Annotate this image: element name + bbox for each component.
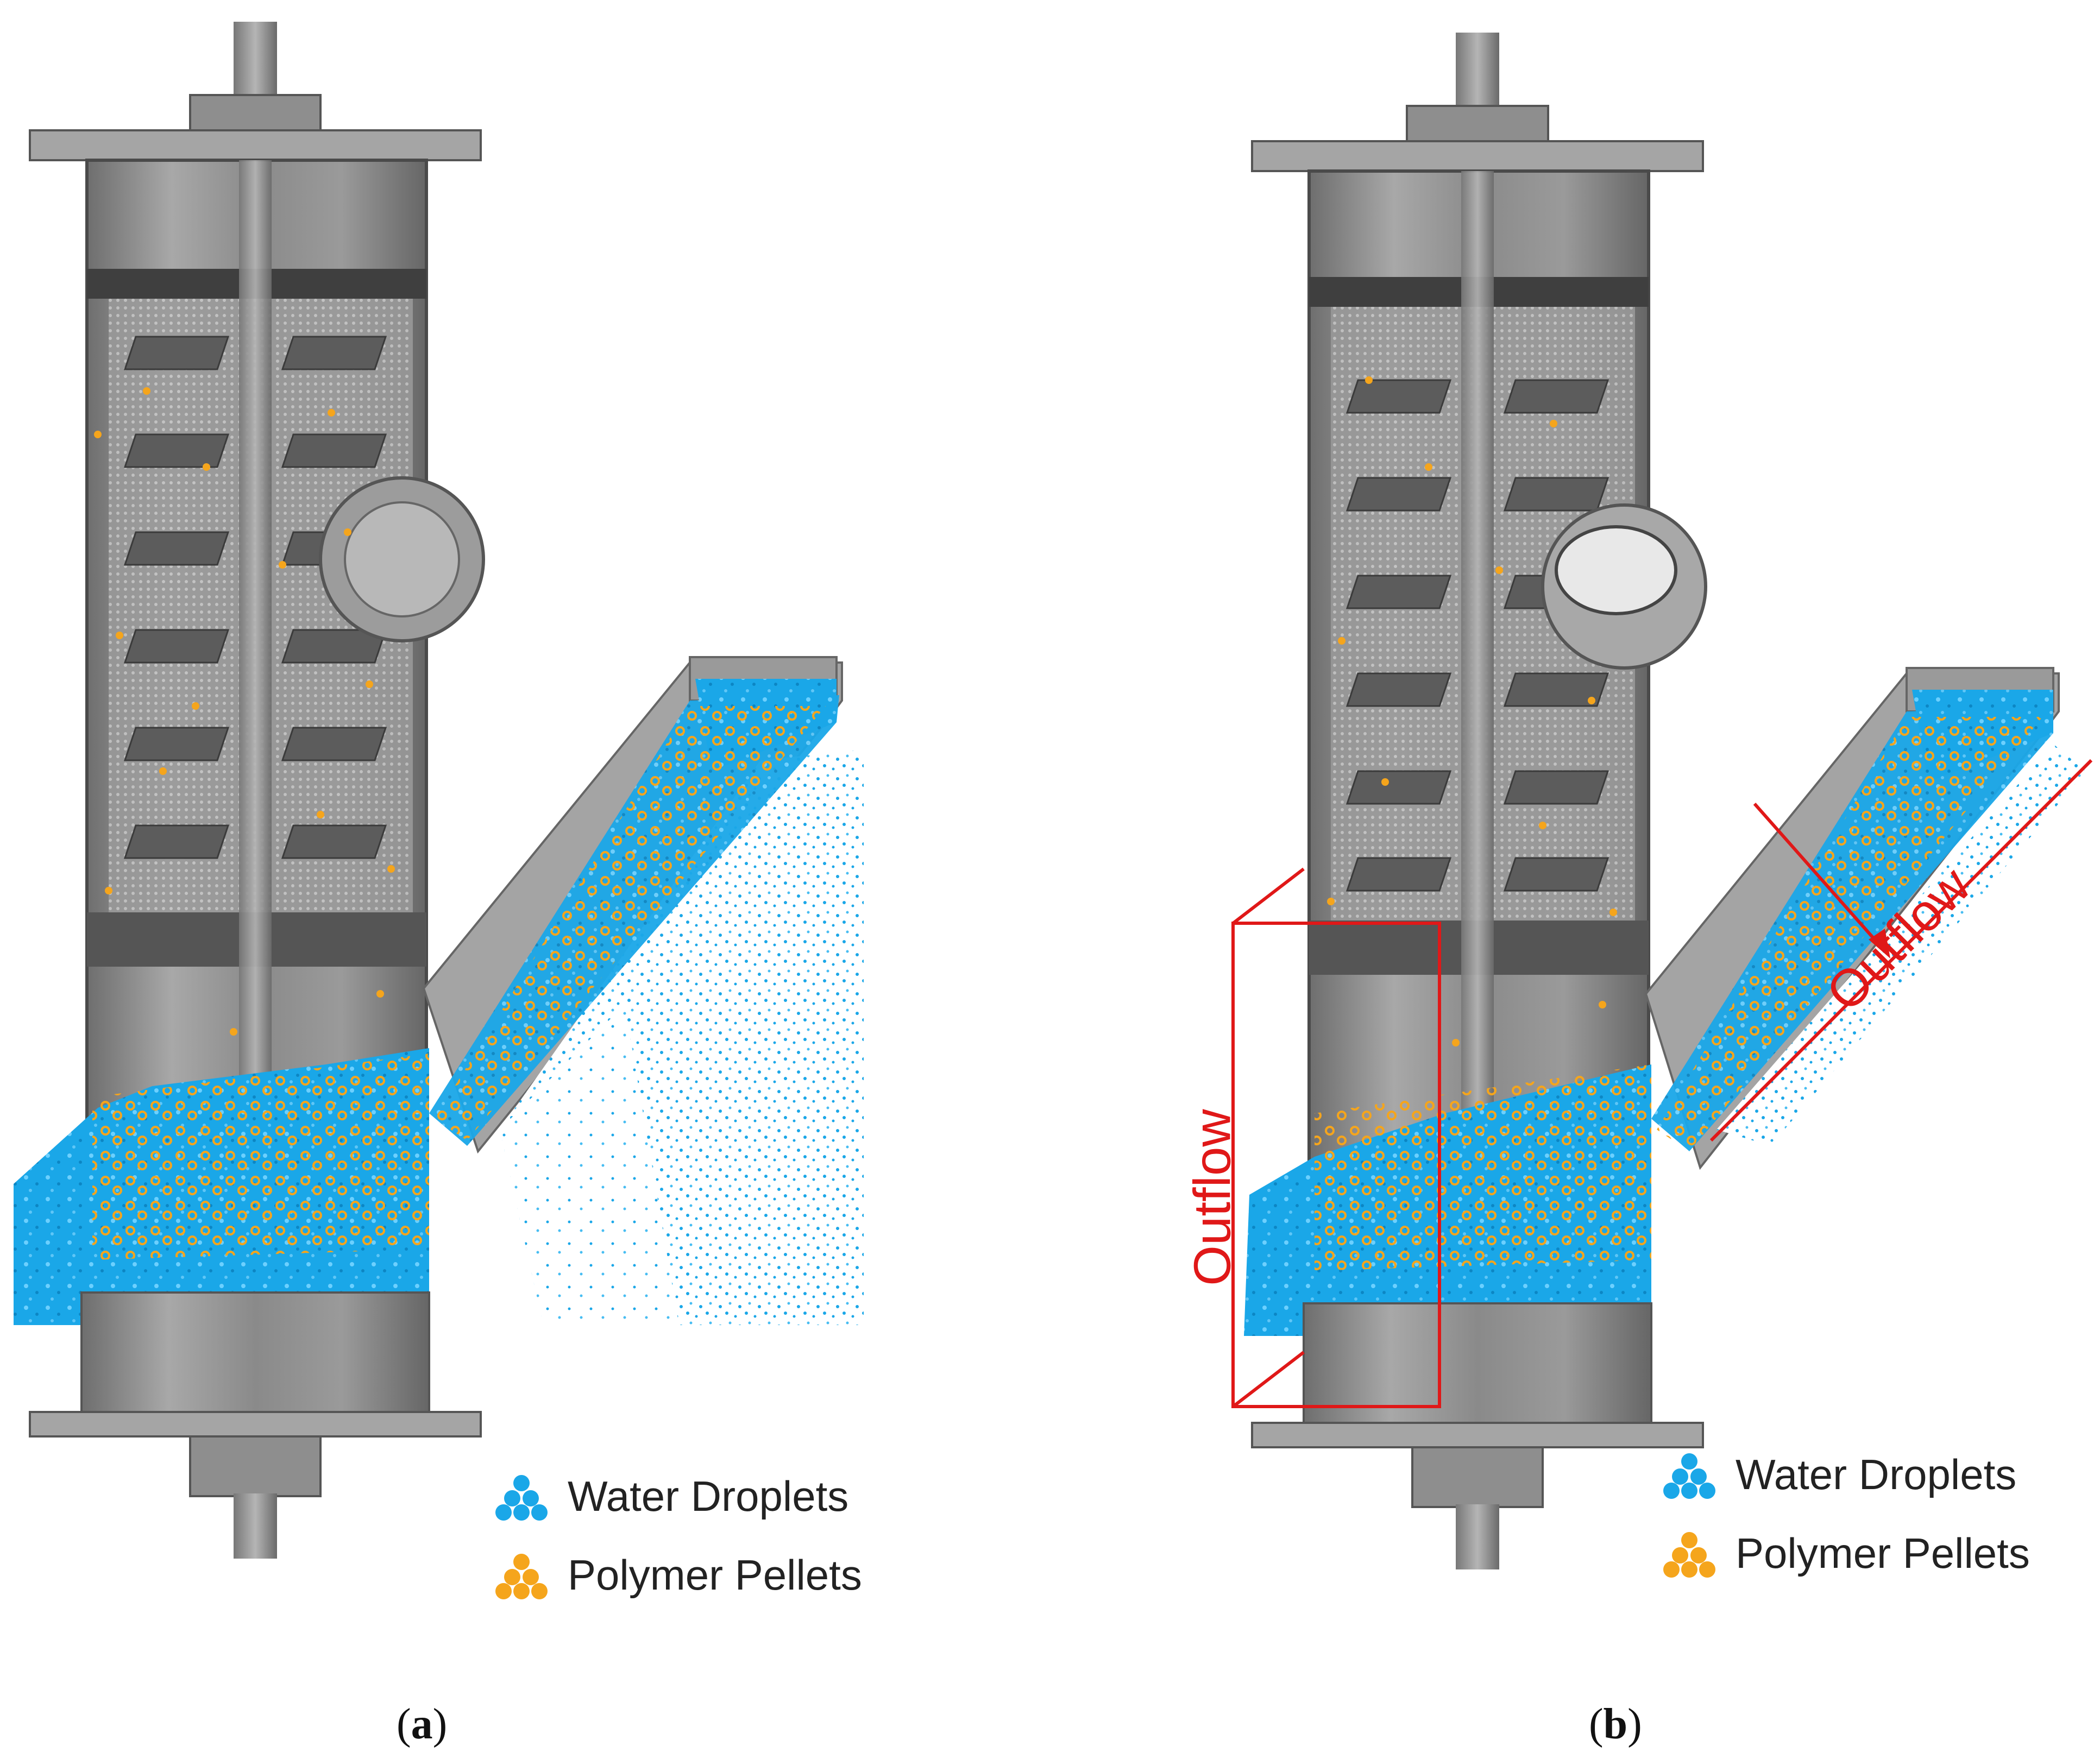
outflow-highlight-box xyxy=(1231,867,1441,1408)
top-gear xyxy=(189,94,322,134)
water-spray-chute-b xyxy=(1717,744,2086,1146)
caption-a: (a) xyxy=(397,1700,448,1748)
panel-a-drawing xyxy=(14,22,864,1559)
top-flange xyxy=(29,129,482,161)
legend-label-pellets-a: Polymer Pellets xyxy=(568,1551,862,1599)
legend-water-a: Water Droplets xyxy=(492,1472,848,1521)
pellet-cluster-icon xyxy=(495,1553,548,1599)
bottom-housing xyxy=(80,1291,430,1413)
droplet-cluster-icon xyxy=(495,1474,548,1521)
scattered-pellets xyxy=(94,387,395,1036)
legend-label-pellets-b: Polymer Pellets xyxy=(1736,1529,2030,1577)
top-flange-b xyxy=(1251,140,1704,172)
pellet-bed xyxy=(92,1054,429,1260)
bottom-flange xyxy=(29,1411,482,1438)
legend-water-b: Water Droplets xyxy=(1659,1450,2016,1499)
caption-b: (b) xyxy=(1589,1700,1642,1748)
panel-b-drawing xyxy=(1231,33,2093,1569)
legend-pellets-a: Polymer Pellets xyxy=(492,1550,862,1600)
bottom-shaft xyxy=(234,1493,277,1559)
outflow-arrow xyxy=(1709,759,2093,1142)
droplet-cluster-icon xyxy=(1663,1453,1715,1499)
legend-pellets-b: Polymer Pellets xyxy=(1659,1529,2030,1578)
outflow-label-left: Outflow xyxy=(1183,1109,1242,1286)
legend-label-water-a: Water Droplets xyxy=(568,1472,849,1520)
legend-label-water-b: Water Droplets xyxy=(1736,1451,2017,1498)
rotor-paddles xyxy=(123,336,387,859)
pellet-cluster-icon xyxy=(1663,1531,1715,1578)
bottom-gear xyxy=(189,1435,322,1497)
